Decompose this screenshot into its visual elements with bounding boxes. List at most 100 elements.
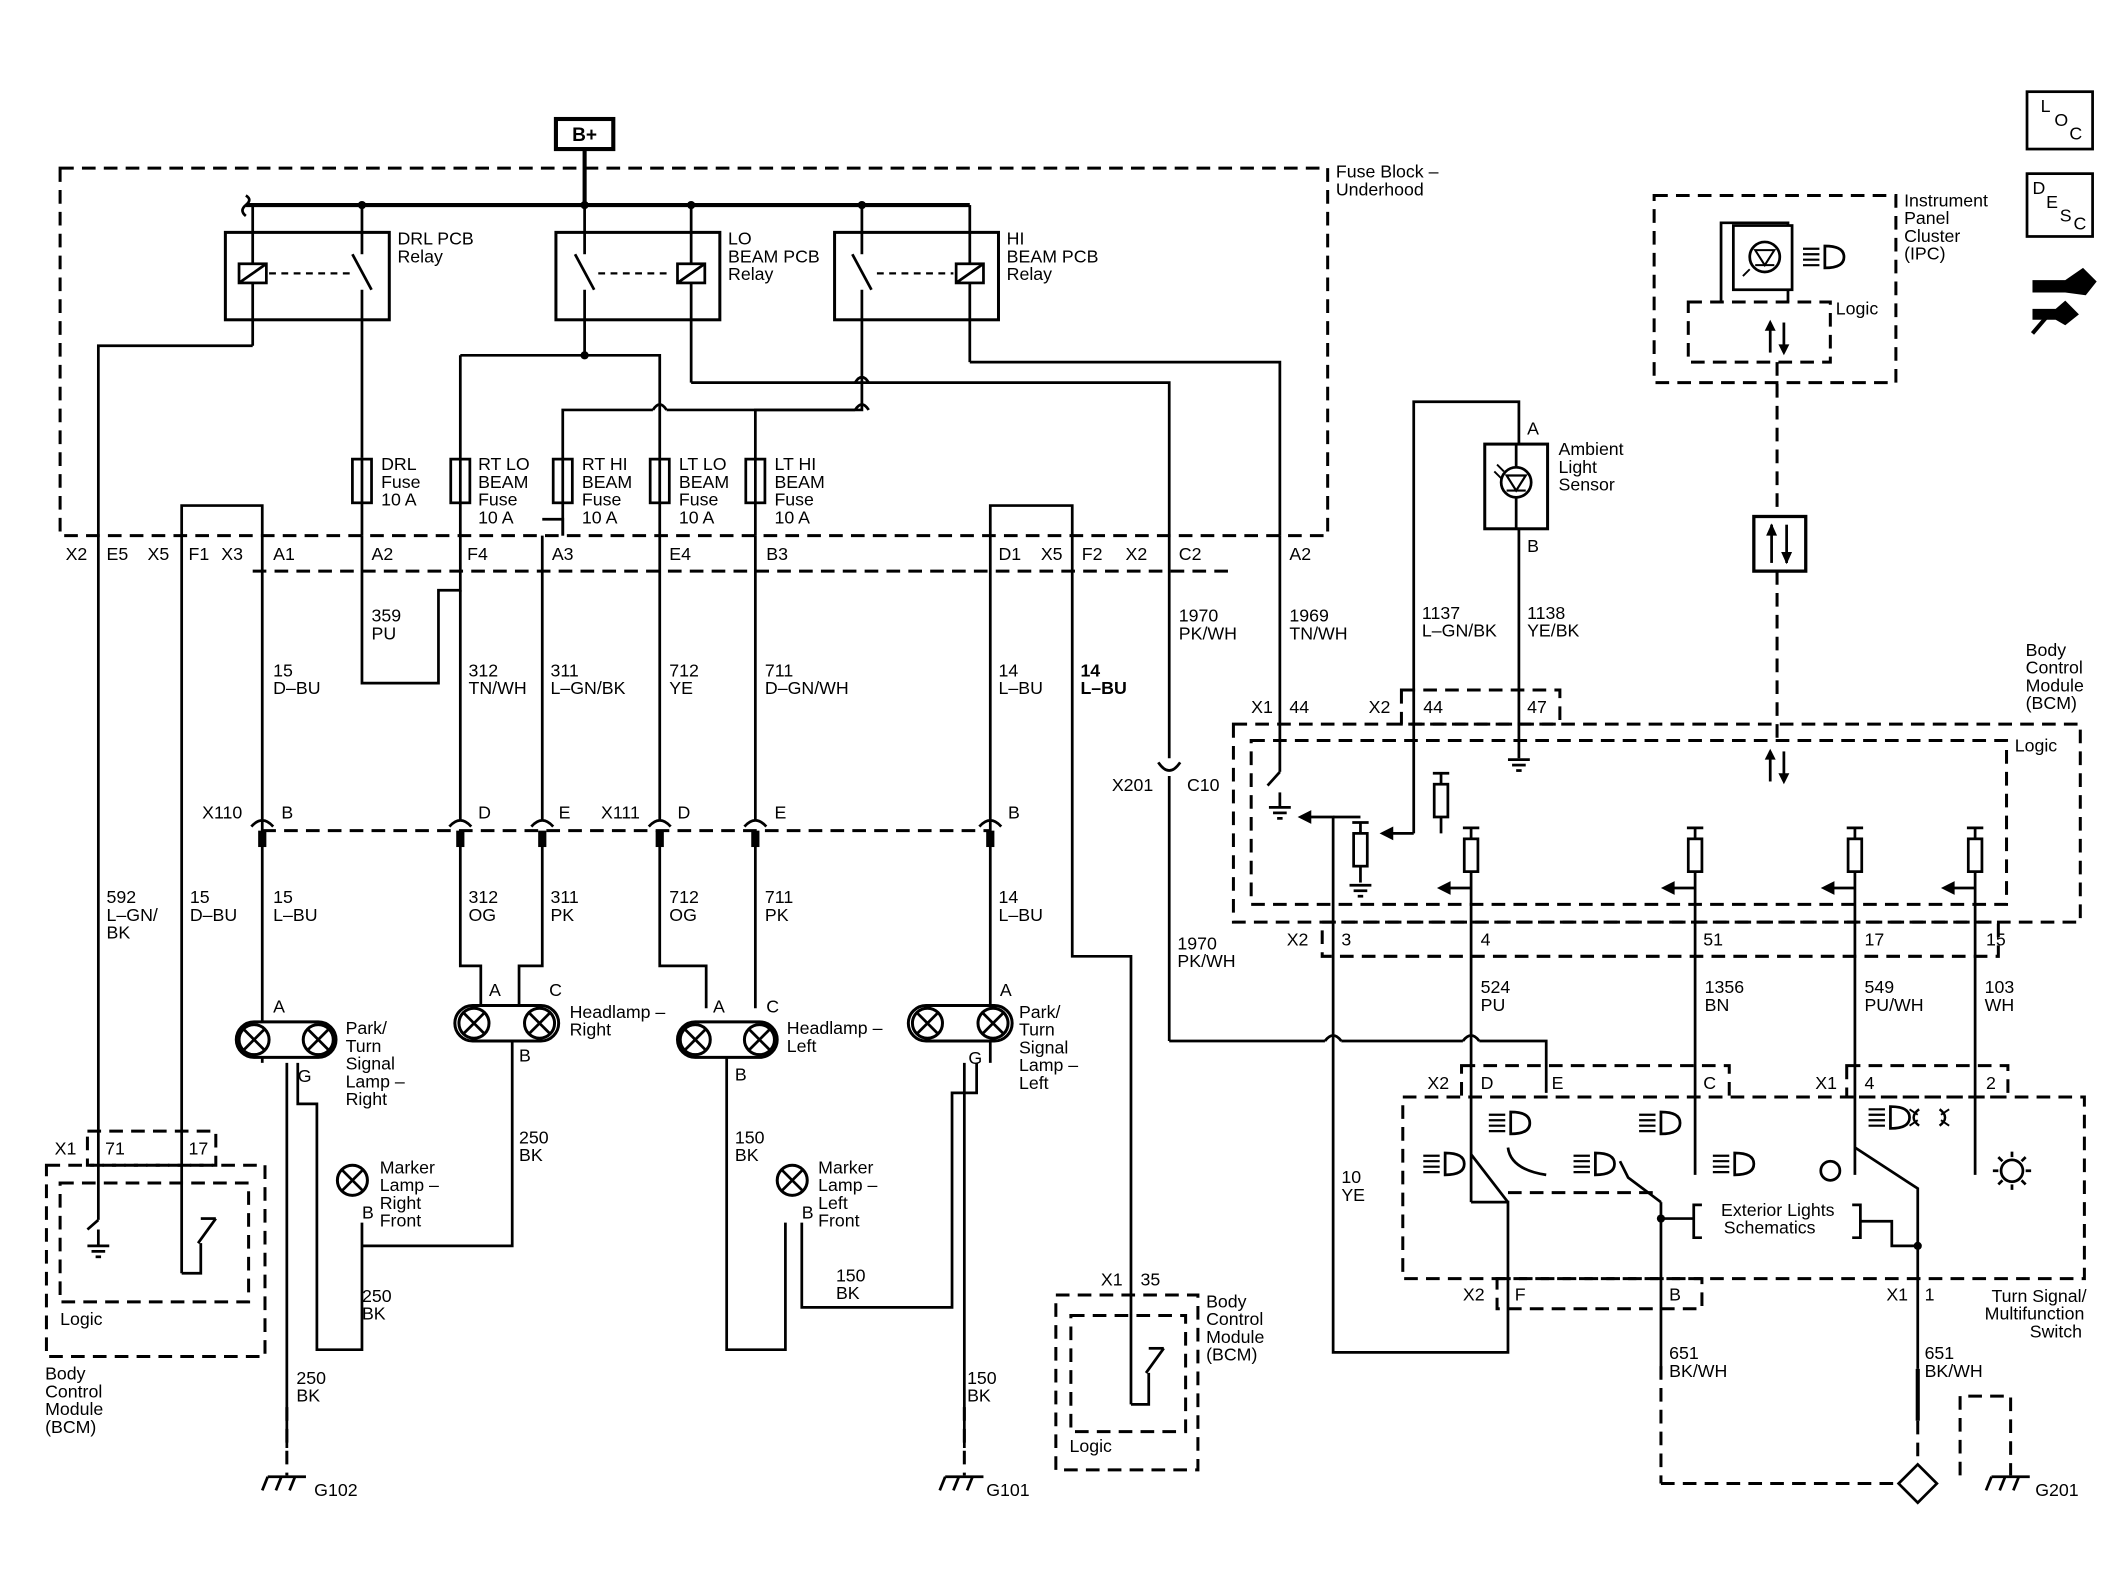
svg-text:PU: PU: [372, 623, 397, 643]
svg-text:F1: F1: [188, 544, 209, 564]
svg-text:Logic: Logic: [1070, 1436, 1113, 1456]
svg-text:Fuse: Fuse: [774, 490, 814, 510]
svg-text:Right: Right: [380, 1193, 422, 1213]
fuse-block-connector: X2 E5 X5 F1 X3 A1 A2 F4 A3 E4 B3 D1 X5 F…: [66, 544, 1311, 573]
description-view-button[interactable]: D E S C: [2025, 172, 2094, 238]
svg-text:L–BU: L–BU: [998, 678, 1042, 698]
svg-text:G201: G201: [2035, 1480, 2078, 1500]
svg-text:B: B: [735, 1065, 747, 1085]
svg-text:BEAM: BEAM: [582, 472, 632, 492]
svg-text:1356: 1356: [1705, 977, 1745, 997]
svg-text:Lamp –: Lamp –: [346, 1071, 405, 1091]
svg-text:Module: Module: [1206, 1327, 1264, 1347]
svg-text:Panel: Panel: [1904, 208, 1949, 228]
svg-text:C: C: [2073, 214, 2086, 234]
svg-text:D–BU: D–BU: [273, 678, 320, 698]
svg-text:L–BU: L–BU: [273, 905, 317, 925]
svg-text:Fuse: Fuse: [381, 472, 421, 492]
svg-text:A2: A2: [1289, 544, 1311, 564]
svg-text:Light: Light: [1559, 457, 1598, 477]
flash-to-pass-icon: [1637, 1110, 1682, 1136]
svg-text:BK: BK: [967, 1386, 991, 1406]
connector-repair-icon[interactable]: [2030, 267, 2097, 335]
svg-text:L–BU: L–BU: [998, 905, 1042, 925]
svg-text:Front: Front: [380, 1211, 421, 1231]
svg-text:DRL PCB: DRL PCB: [397, 229, 473, 249]
left-wiring: [96, 517, 1133, 1476]
svg-text:B: B: [802, 1203, 814, 1223]
bcm-middle: X1 35 Logic Body Control Module (BCM): [1054, 1269, 1264, 1472]
svg-text:PU/WH: PU/WH: [1864, 995, 1923, 1015]
svg-text:LT LO: LT LO: [679, 454, 727, 474]
svg-text:Park/: Park/: [346, 1018, 387, 1038]
svg-text:1: 1: [1925, 1285, 1935, 1305]
svg-text:B3: B3: [766, 544, 788, 564]
svg-text:E: E: [2046, 192, 2058, 212]
svg-text:O: O: [2054, 110, 2068, 130]
svg-text:1138: 1138: [1527, 603, 1565, 623]
svg-text:BN: BN: [1705, 995, 1730, 1015]
drl-fuse: DRL Fuse 10 A: [351, 454, 421, 510]
svg-text:Headlamp –: Headlamp –: [570, 1002, 666, 1022]
svg-text:Turn: Turn: [1019, 1020, 1055, 1040]
ground-g201: G201: [1958, 1394, 2079, 1500]
svg-text:Signal: Signal: [346, 1054, 395, 1074]
svg-text:1970: 1970: [1177, 933, 1217, 953]
svg-text:PK/WH: PK/WH: [1179, 623, 1237, 643]
svg-text:A: A: [489, 980, 501, 1000]
svg-text:51: 51: [1703, 929, 1723, 949]
svg-text:C: C: [1703, 1073, 1716, 1093]
svg-text:150: 150: [735, 1127, 765, 1147]
svg-text:F2: F2: [1082, 544, 1103, 564]
svg-text:B: B: [1669, 1285, 1681, 1305]
svg-text:YE: YE: [669, 678, 693, 698]
hi-beam-pcb-relay: HI BEAM PCB Relay: [833, 205, 1098, 369]
svg-text:B: B: [281, 802, 293, 822]
svg-text:1969: 1969: [1289, 606, 1329, 626]
svg-text:Fuse Block –: Fuse Block –: [1336, 162, 1439, 182]
svg-text:651: 651: [1669, 1343, 1699, 1363]
svg-text:A1: A1: [273, 544, 295, 564]
svg-text:L–BU: L–BU: [1080, 678, 1126, 698]
svg-text:BK/WH: BK/WH: [1669, 1361, 1727, 1381]
svg-text:250: 250: [296, 1368, 326, 1388]
svg-text:X1: X1: [55, 1138, 77, 1158]
svg-text:44: 44: [1423, 697, 1443, 717]
svg-text:10 A: 10 A: [774, 507, 810, 527]
dimmer-icon: [1992, 1151, 2032, 1190]
svg-text:BK: BK: [296, 1386, 320, 1406]
svg-text:Turn Signal/: Turn Signal/: [1992, 1286, 2087, 1306]
svg-text:Module: Module: [45, 1399, 103, 1419]
svg-text:BEAM: BEAM: [774, 472, 824, 492]
high-beam-indicator-icon: [1801, 244, 1846, 270]
svg-text:Body: Body: [1206, 1291, 1247, 1311]
headlamp-on-icon: [1572, 1151, 1616, 1177]
svg-text:C: C: [766, 996, 779, 1016]
svg-text:PK/WH: PK/WH: [1177, 951, 1235, 971]
svg-text:G: G: [298, 1066, 312, 1086]
svg-text:Switch: Switch: [2030, 1321, 2082, 1341]
svg-text:Left: Left: [787, 1036, 817, 1056]
park-lamp-icon: [1909, 1108, 1950, 1127]
location-view-button[interactable]: L O C: [2025, 90, 2094, 151]
inline-connector-x110: X110 B D E X111 D E B: [202, 802, 1020, 848]
svg-text:17: 17: [1864, 929, 1884, 949]
svg-text:G: G: [968, 1048, 982, 1068]
fuses: DRL Fuse 10 A RT LO BEAM Fuse 10 A RT HI…: [351, 454, 825, 527]
svg-text:D–GN/WH: D–GN/WH: [765, 678, 849, 698]
svg-text:E5: E5: [107, 544, 129, 564]
wire-1970: X201 C10 1970 PK/WH: [1112, 535, 1548, 1093]
ground-g102: G102: [260, 1475, 358, 1500]
drl-pcb-relay: DRL PCB Relay: [223, 205, 474, 458]
wire-labels-right: 524 PU 1356 BN 549 PU/WH 103 WH 10 YE 65…: [1341, 977, 2014, 1381]
svg-text:10: 10: [1341, 1167, 1361, 1187]
svg-text:1970: 1970: [1179, 606, 1219, 626]
data-arrows-icon-bcm: [1764, 748, 1790, 785]
svg-text:10 A: 10 A: [582, 507, 618, 527]
exterior-lights-schematics-box: Exterior Lights Schematics: [1660, 1200, 1918, 1248]
svg-text:Left: Left: [1019, 1073, 1049, 1093]
svg-text:C: C: [549, 980, 562, 1000]
svg-text:X111: X111: [601, 802, 640, 822]
svg-text:103: 103: [1985, 977, 2015, 997]
svg-text:X2: X2: [1287, 929, 1309, 949]
